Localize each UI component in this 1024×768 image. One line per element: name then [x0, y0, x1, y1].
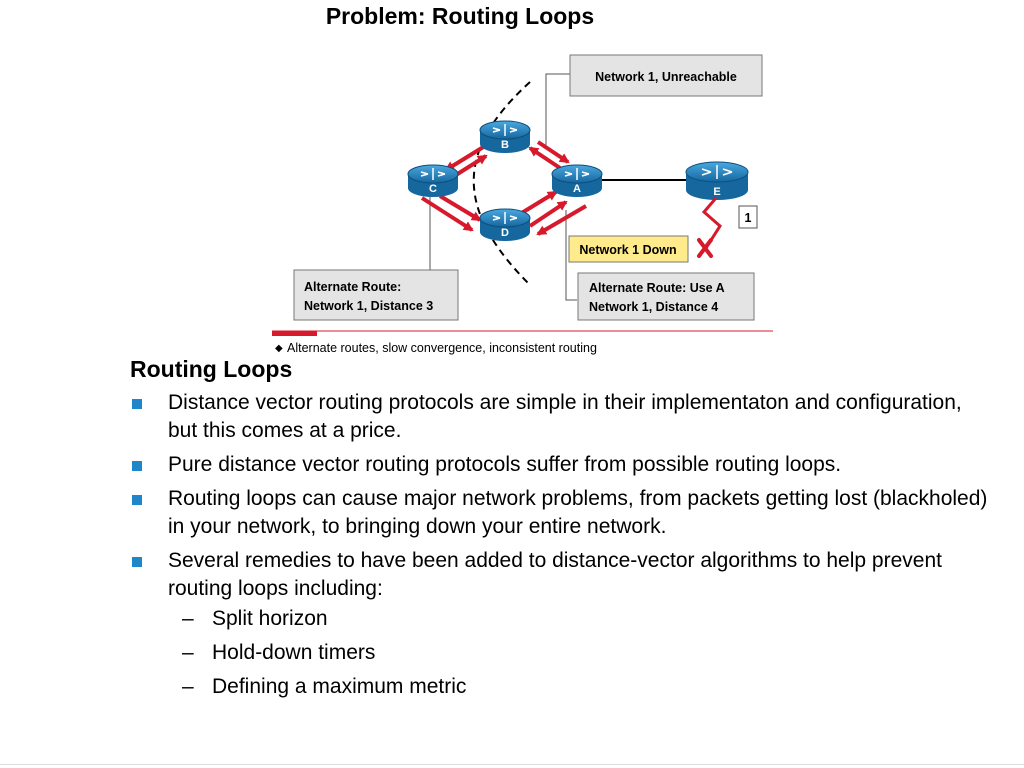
sub-bullet-text: Split horizon [212, 607, 328, 630]
bullet-item: Routing loops can cause major network pr… [130, 485, 990, 541]
callout-unreachable: Network 1, Unreachable [569, 54, 763, 97]
square-bullet-icon [132, 399, 142, 409]
bullet-item: Several remedies to have been added to d… [130, 547, 990, 701]
callout-network-down: Network 1 Down [568, 235, 689, 263]
arrow-b-to-a [536, 140, 570, 164]
sub-bullet-text: Hold-down timers [212, 641, 376, 664]
dash-bullet-icon: – [182, 641, 194, 664]
section-heading: Routing Loops [130, 356, 293, 382]
callout-alt-a-line2: Network 1, Distance 4 [589, 300, 718, 314]
step-number: 1 [745, 211, 752, 225]
router-c-label: C [429, 183, 437, 195]
sub-bullet-text: Defining a maximum metric [212, 675, 467, 698]
router-b: B [479, 120, 531, 153]
square-bullet-icon [132, 495, 142, 505]
router-e: E [685, 161, 749, 200]
router-d: D [479, 208, 531, 241]
router-a: A [551, 164, 603, 197]
sub-bullet-list: – Split horizon – Hold-down timers – Def… [168, 605, 990, 701]
callout-unreachable-text: Network 1, Unreachable [595, 70, 737, 84]
square-bullet-icon [132, 557, 142, 567]
caption-diamond-icon: ◆ [275, 343, 283, 354]
callout-alt-a-line1: Alternate Route: Use A [589, 281, 725, 295]
sub-bullet-item: – Hold-down timers [168, 639, 990, 667]
square-bullet-icon [132, 461, 142, 471]
caption-accent-bar [272, 331, 317, 336]
dash-bullet-icon: – [182, 675, 194, 698]
diagram-title: Problem: Routing Loops [326, 3, 594, 29]
bottom-border [0, 764, 1024, 765]
callout-alt-route-a: Alternate Route: Use A Network 1, Distan… [577, 272, 755, 321]
arrow-c-to-d-2 [438, 194, 482, 222]
arrow-a-to-b [528, 146, 562, 170]
sub-bullet-item: – Split horizon [168, 605, 990, 633]
bullet-item: Pure distance vector routing protocols s… [130, 451, 990, 479]
link-down-x-icon [697, 238, 713, 258]
arrow-d-to-a-2 [528, 200, 568, 228]
arrow-c-to-d [420, 196, 474, 232]
failed-link [701, 197, 722, 249]
router-c: C [407, 164, 459, 197]
bullet-text: Distance vector routing protocols are si… [168, 391, 962, 442]
sub-bullet-item: – Defining a maximum metric [168, 673, 990, 701]
callout-alt-c-line1: Alternate Route: [304, 280, 401, 294]
slide-content: Routing Loops Distance vector routing pr… [130, 356, 990, 707]
router-e-label: E [713, 186, 720, 198]
diagram-caption: Alternate routes, slow convergence, inco… [287, 341, 597, 355]
bullet-list: Distance vector routing protocols are si… [130, 389, 990, 701]
callout-alt-c-line2: Network 1, Distance 3 [304, 299, 433, 313]
routing-loop-diagram: Problem: Routing Loops B C [272, 3, 773, 355]
boundary-arc [472, 81, 531, 286]
bullet-text: Several remedies to have been added to d… [168, 549, 942, 600]
arrow-b-to-c [444, 144, 487, 172]
arrow-a-to-d [536, 204, 588, 236]
router-b-label: B [501, 139, 509, 151]
arrow-d-to-a [518, 190, 558, 216]
router-a-label: A [573, 183, 581, 195]
callout-alt-route-c: Alternate Route: Network 1, Distance 3 [293, 269, 459, 321]
callout-network-down-text: Network 1 Down [579, 243, 676, 257]
bullet-text: Pure distance vector routing protocols s… [168, 453, 842, 476]
step-badge: 1 [738, 205, 758, 229]
bullet-text: Routing loops can cause major network pr… [168, 487, 988, 538]
bullet-item: Distance vector routing protocols are si… [130, 389, 990, 445]
router-d-label: D [501, 227, 509, 239]
dash-bullet-icon: – [182, 607, 194, 630]
